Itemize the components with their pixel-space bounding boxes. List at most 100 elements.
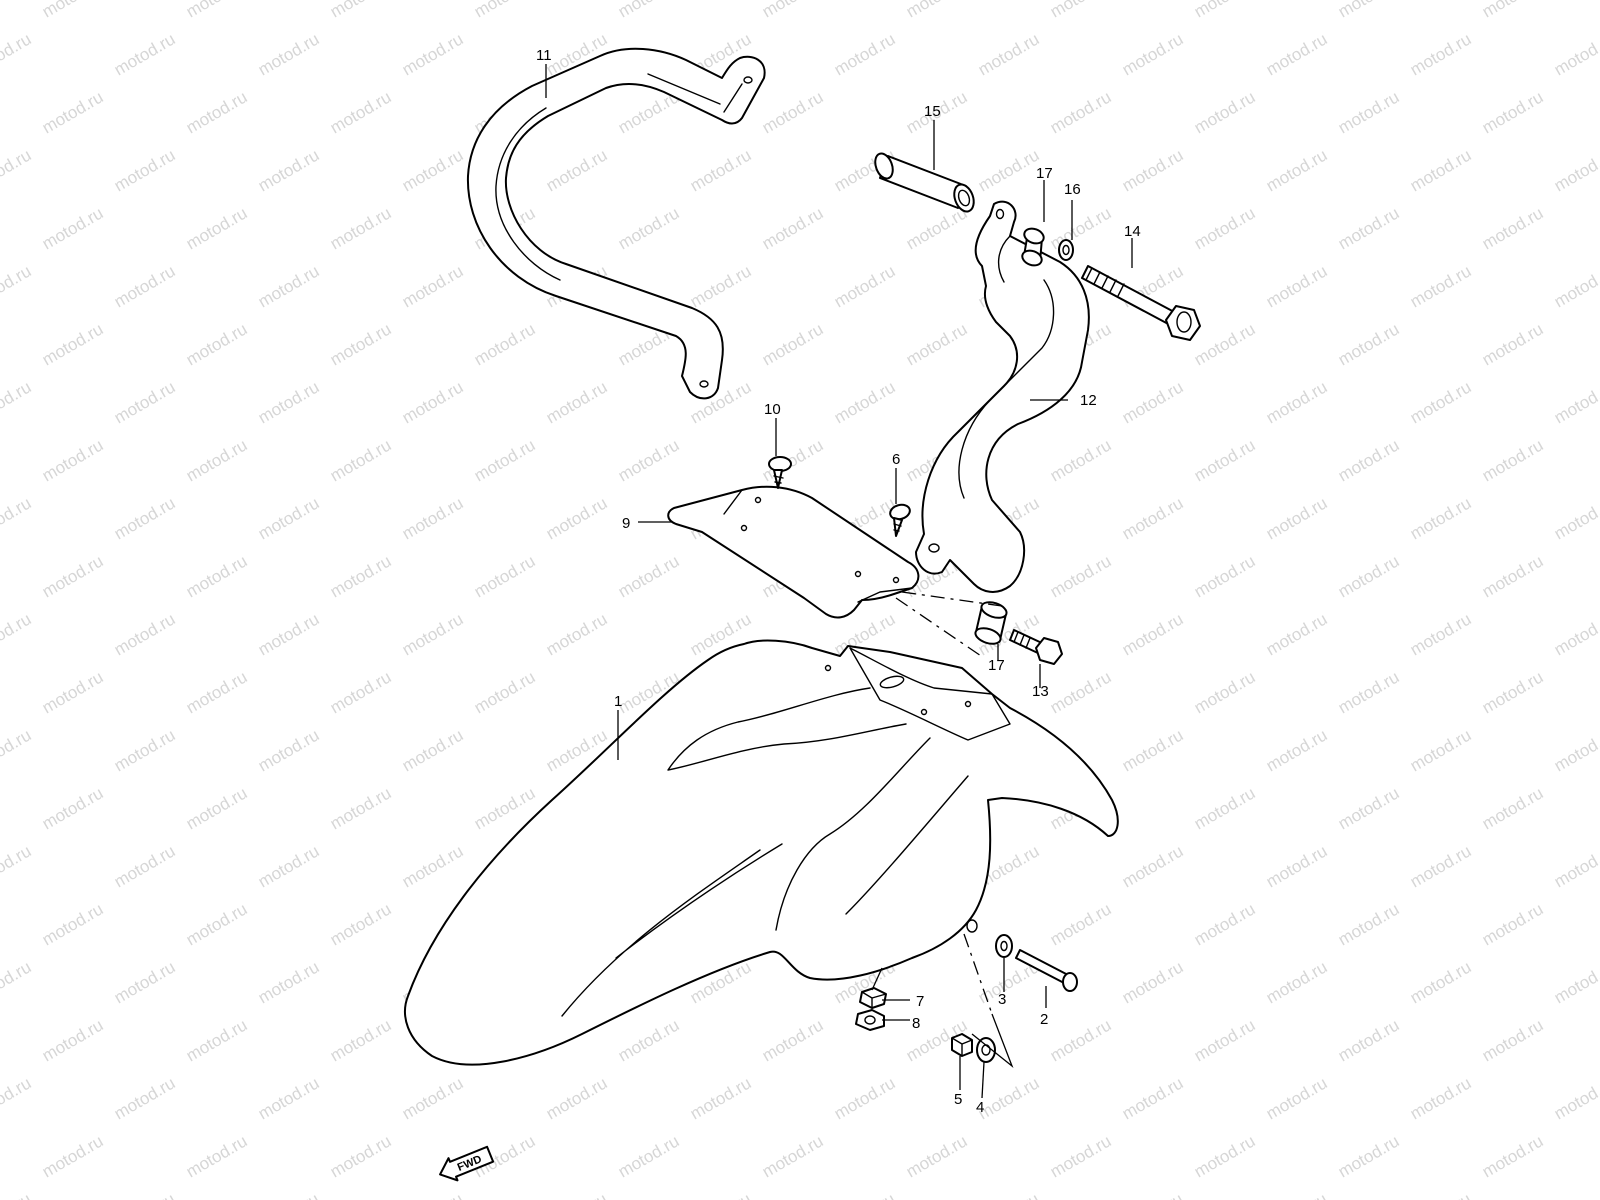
watermark-text: motod.ru [183,0,251,21]
watermark-text: motod.ru [1407,261,1475,311]
part-1-front-fender [404,639,1119,1066]
watermark-text: motod.ru [0,145,34,195]
watermark-text: motod.ru [399,377,467,427]
watermark-text: motod.ru [1335,1131,1403,1181]
watermark-text: motod.ru [183,1015,251,1065]
part-7-nut [859,987,887,1009]
watermark-text: motod.ru [1551,261,1600,311]
watermark-text: motod.ru [39,899,107,949]
watermark-text: motod.ru [543,1073,611,1123]
callout-9: 9 [622,515,630,532]
watermark-text: motod.ru [759,1131,827,1181]
callout-10: 10 [764,401,781,418]
watermark-text: motod.ru [1479,899,1547,949]
watermark-text: motod.ru [687,1073,755,1123]
watermark-text: motod.ru [183,551,251,601]
watermark-text: motod.ru [1047,667,1115,717]
watermark-text: motod.ru [471,667,539,717]
watermark-text: motod.ru [111,493,179,543]
watermark-text: motod.ru [471,435,539,485]
watermark-text: motod.ru [543,493,611,543]
watermark-text: motod.ru [1551,725,1600,775]
watermark-text: motod.ru [0,261,34,311]
watermark-text: motod.ru [399,1073,467,1123]
watermark-text: motod.ru [1407,957,1475,1007]
fwd-arrow-icon: FWD [439,1145,495,1182]
watermark-text: motod.ru [39,1131,107,1181]
watermark-text: motod.ru [831,261,899,311]
watermark-text: motod.ru [39,783,107,833]
watermark-text: motod.ru [0,29,34,79]
callout-8: 8 [912,1015,920,1032]
watermark-text: motod.ru [903,203,971,253]
watermark-text: motod.ru [1551,957,1600,1007]
part-12-stay-bar [915,200,1090,593]
callout-15: 15 [924,103,941,120]
watermark-text: motod.ru [183,1131,251,1181]
watermark-text: motod.ru [1119,841,1187,891]
watermark-text: motod.ru [1263,377,1331,427]
watermark-text: motod.ru [1335,203,1403,253]
watermark-text: motod.ru [111,261,179,311]
watermark-text: motod.ru [255,145,323,195]
callout-14: 14 [1124,223,1141,240]
watermark-text: motod.ru [1119,609,1187,659]
watermark-text: motod.ru [1263,1189,1331,1200]
watermark-text: motod.ru [1551,493,1600,543]
watermark-text: motod.ru [1119,145,1187,195]
watermark-text: motod.ru [1047,87,1115,137]
watermark-text: motod.ru [183,203,251,253]
watermark-text: motod.ru [0,725,34,775]
watermark-text: motod.ru [615,1131,683,1181]
callout-3: 3 [998,991,1006,1008]
watermark-text: motod.ru [903,0,971,21]
watermark-text: motod.ru [831,29,899,79]
watermark-text: motod.ru [1047,1015,1115,1065]
watermark-text: motod.ru [759,1015,827,1065]
watermark-text: motod.ru [255,841,323,891]
watermark-text: motod.ru [831,1189,899,1200]
watermark-text: motod.ru [327,899,395,949]
watermark-text: motod.ru [543,609,611,659]
watermark-text: motod.ru [39,203,107,253]
watermark-text: motod.ru [1335,87,1403,137]
watermark-text: motod.ru [39,667,107,717]
watermark-text: motod.ru [255,957,323,1007]
watermark-text: motod.ru [1479,783,1547,833]
watermark-text: motod.ru [1479,551,1547,601]
callout-2: 2 [1040,1011,1048,1028]
watermark-text: motod.ru [543,1189,611,1200]
watermark-text: motod.ru [39,1015,107,1065]
watermark-text: motod.ru [399,145,467,195]
watermark-text: motod.ru [1335,319,1403,369]
watermark-text: motod.ru [399,493,467,543]
watermark-text: motod.ru [1479,1131,1547,1181]
watermark-text: motod.ru [1191,0,1259,21]
watermark-text: motod.ru [1479,667,1547,717]
watermark-text: motod.ru [39,435,107,485]
watermark-text: motod.ru [1191,203,1259,253]
watermark-text: motod.ru [1407,609,1475,659]
watermark-text: motod.ru [1263,145,1331,195]
part-16-washer [1058,239,1074,261]
watermark-text: motod.ru [111,145,179,195]
watermark-text: motod.ru [1263,725,1331,775]
watermark-text: motod.ru [0,957,34,1007]
watermark-text: motod.ru [471,0,539,21]
watermark-text: motod.ru [399,261,467,311]
watermark-text: motod.ru [831,377,899,427]
callout-17-lower: 17 [988,657,1005,674]
watermark-text: motod.ru [615,1015,683,1065]
callout-1: 1 [614,693,622,710]
watermark-text: motod.ru [111,377,179,427]
watermark-text: motod.ru [1479,87,1547,137]
callout-13: 13 [1032,683,1049,700]
watermark-text: motod.ru [327,319,395,369]
watermark-text: motod.ru [975,1189,1043,1200]
watermark-text: motod.ru [1479,203,1547,253]
watermark-text: motod.ru [327,203,395,253]
watermark-text: motod.ru [1119,29,1187,79]
watermark-text: motod.ru [255,609,323,659]
leader-lines [545,64,1133,1099]
